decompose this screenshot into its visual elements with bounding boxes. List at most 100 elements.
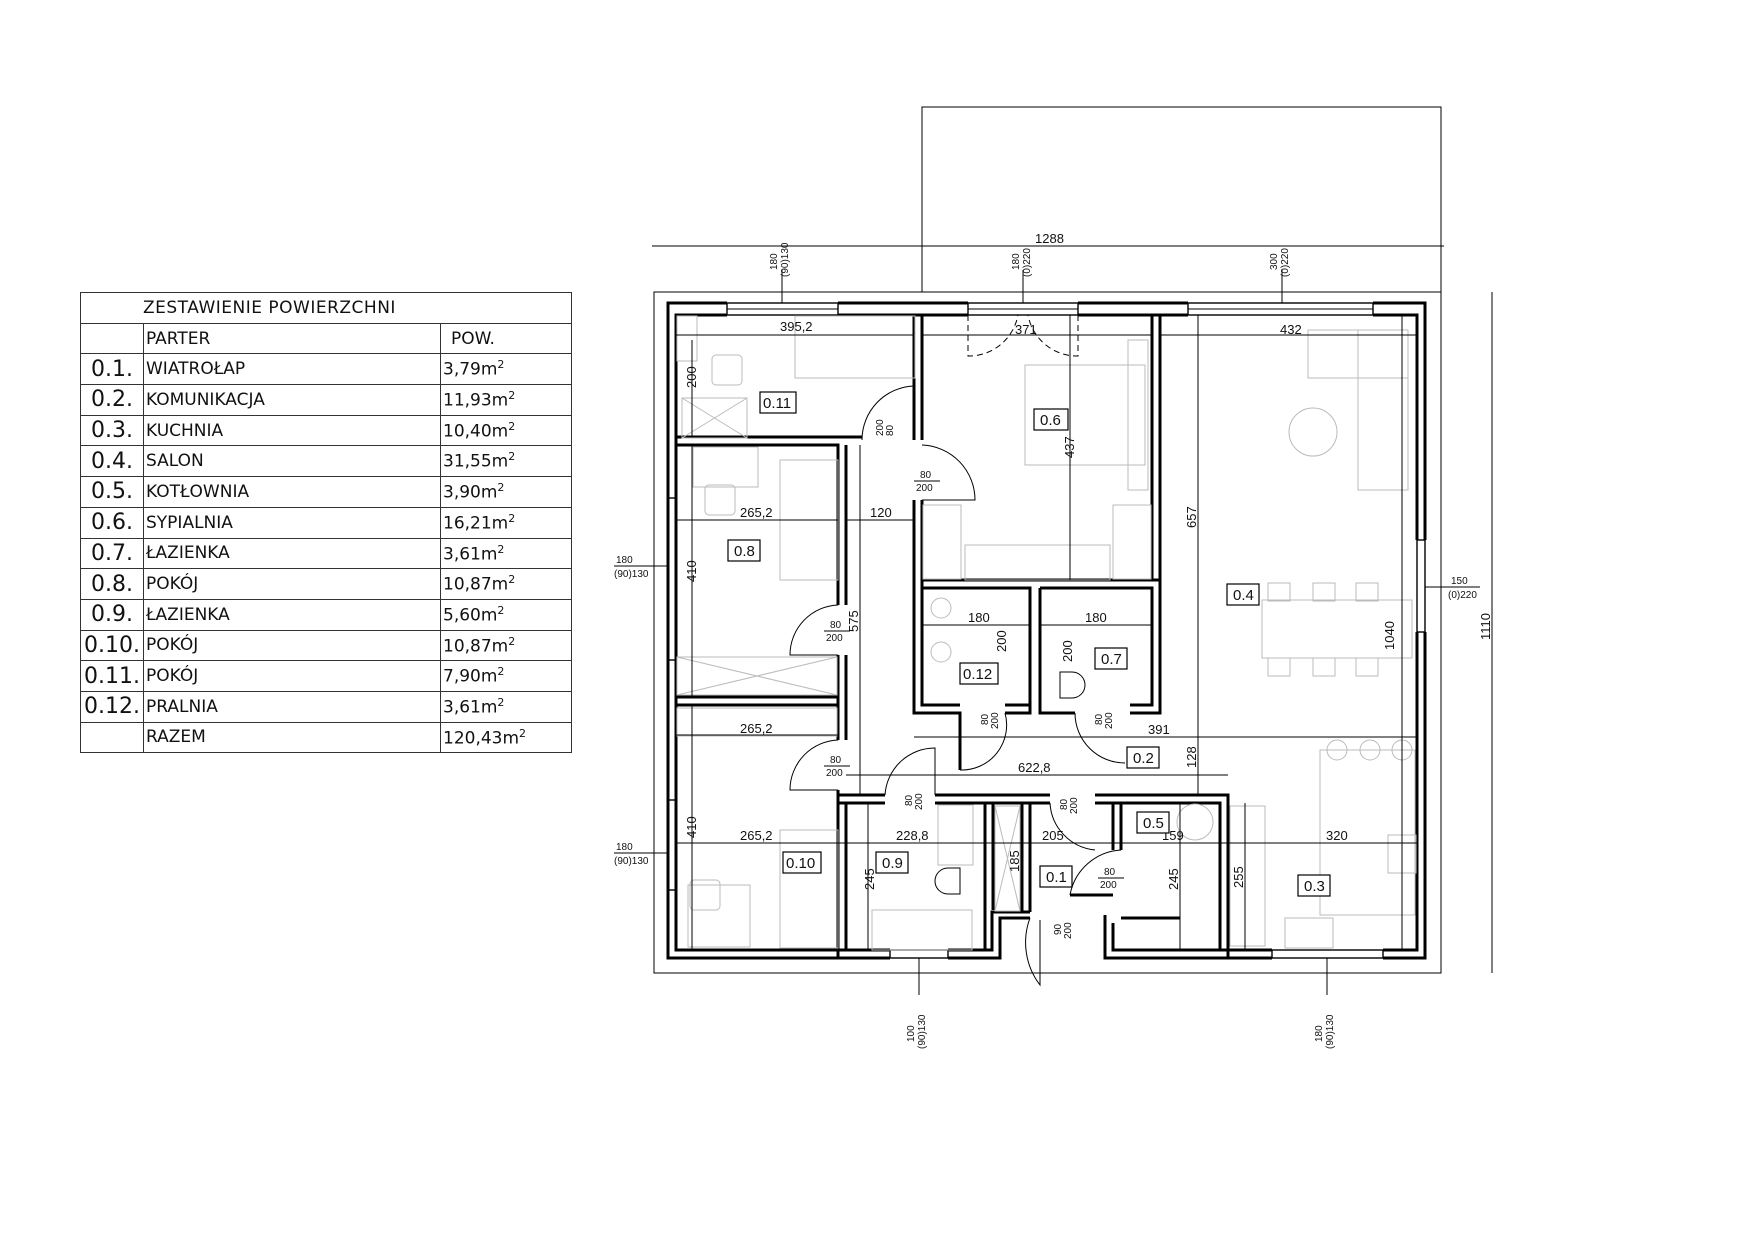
window-label: (90)130	[780, 242, 791, 277]
window-label: 180	[616, 842, 633, 853]
table-title: ZESTAWIENIE POWIERZCHNI	[80, 292, 572, 324]
window-label: (0)220	[1448, 590, 1477, 601]
door-label: 90	[1053, 923, 1064, 935]
terrace-outline	[921, 106, 1442, 293]
dim-label: 437	[1062, 436, 1077, 458]
door-label: 200	[990, 712, 1001, 729]
door-label: 200	[1069, 797, 1080, 814]
dim-label: 180	[1085, 610, 1107, 625]
door-label: 80	[980, 713, 991, 725]
window-label: (90)130	[614, 569, 649, 580]
door-label: 80	[1104, 867, 1116, 878]
room-name: POKÓJ	[143, 629, 441, 662]
room-name: PRALNIA	[143, 690, 441, 723]
svg-text:0.11: 0.11	[763, 395, 791, 412]
door-label: 200	[916, 483, 933, 494]
door-label: 80	[1059, 798, 1070, 810]
room-number: 0.9.	[80, 598, 144, 631]
window-label: (0)220	[1022, 248, 1033, 277]
room-area: 3,90m2	[440, 476, 572, 508]
dim-label: 265,2	[740, 721, 773, 736]
room-tag-0.1[interactable]: 0.1	[1039, 865, 1073, 888]
dim-label: 432	[1280, 322, 1302, 337]
room-tag-0.8[interactable]: 0.8	[727, 539, 761, 562]
door-label: 200	[914, 793, 925, 810]
window-label: 150	[1451, 576, 1468, 587]
dim-label: 1040	[1382, 621, 1397, 650]
room-tag-0.12[interactable]: 0.12	[959, 662, 999, 685]
room-tag-0.10[interactable]: 0.10	[782, 851, 822, 874]
door-label: 80	[830, 620, 842, 631]
door-label: 80	[920, 470, 932, 481]
dim-label: 200	[1060, 640, 1075, 662]
room-tag-0.6[interactable]: 0.6	[1033, 408, 1069, 431]
room-area: 5,60m2	[440, 598, 572, 631]
room-number: 0.5.	[80, 476, 144, 508]
svg-text:0.10: 0.10	[786, 855, 815, 872]
room-area: 3,79m2	[440, 353, 572, 386]
area-schedule-table: ZESTAWIENIE POWIERZCHNI PARTER POW. 0.1.…	[80, 292, 572, 754]
door-label: 200	[1100, 880, 1117, 891]
room-number: 0.2.	[80, 384, 144, 416]
dim-label: 265,2	[740, 505, 773, 520]
room-tags: 0.1 0.2 0.3 0.4 0.5 0.6 0.7 0.8 0.9 0.10…	[727, 391, 1331, 897]
dim-label: 228,8	[896, 828, 929, 843]
room-number: 0.6.	[80, 506, 144, 539]
room-number: 0.4.	[80, 445, 144, 478]
total-area: 120,43m2	[440, 721, 572, 754]
dim-label: 265,2	[740, 828, 773, 843]
room-number: 0.11.	[80, 660, 144, 692]
dim-label: 657	[1184, 506, 1199, 528]
door-label: 200	[826, 633, 843, 644]
dim-label: 180	[968, 610, 990, 625]
dim-label: 410	[684, 816, 699, 838]
room-tag-0.3[interactable]: 0.3	[1297, 874, 1331, 897]
svg-text:0.8: 0.8	[734, 543, 755, 560]
dim-label: 410	[684, 560, 699, 582]
room-tag-0.9[interactable]: 0.9	[875, 851, 909, 874]
room-tag-0.2[interactable]: 0.2	[1126, 746, 1160, 769]
door-label: 80	[885, 424, 896, 436]
footprint-outline	[653, 291, 1442, 974]
svg-text:0.2: 0.2	[1133, 750, 1154, 767]
dim-label: 120	[870, 505, 892, 520]
dimension-lines	[652, 245, 1493, 973]
room-tag-0.4[interactable]: 0.4	[1226, 583, 1260, 606]
svg-text:0.6: 0.6	[1040, 412, 1061, 429]
door-label: 200	[1104, 712, 1115, 729]
dim-label: 200	[994, 630, 1009, 652]
room-area: 10,40m2	[440, 414, 572, 447]
dim-label: 622,8	[1018, 760, 1051, 775]
room-tag-0.11[interactable]: 0.11	[759, 391, 797, 414]
dim-label: 395,2	[780, 319, 813, 334]
svg-text:0.5: 0.5	[1143, 815, 1164, 832]
door-label: 200	[1063, 922, 1074, 939]
dim-label: 575	[846, 610, 861, 632]
room-tag-0.7[interactable]: 0.7	[1094, 647, 1128, 670]
window-label: (0)220	[1280, 248, 1291, 277]
overall-width: 1288	[1035, 231, 1064, 246]
door-label: 80	[1094, 713, 1105, 725]
svg-text:0.9: 0.9	[882, 855, 903, 872]
room-tag-0.5[interactable]: 0.5	[1136, 811, 1170, 834]
overall-depth: 1110	[1478, 613, 1493, 640]
dim-label: 245	[862, 868, 877, 890]
dim-label: 245	[1166, 868, 1181, 890]
room-area: 3,61m2	[440, 690, 572, 723]
room-number: 0.7.	[80, 537, 144, 570]
door-label: 200	[875, 419, 886, 436]
room-name: KOMUNIKACJA	[143, 384, 441, 416]
table-total-row: RAZEM 120,43m2	[80, 721, 572, 754]
room-name: SYPIALNIA	[143, 506, 441, 539]
dim-label: 320	[1326, 828, 1348, 843]
dimension-labels: 1288 1110 395,2 371 432 200 265,2 120 43…	[684, 231, 1493, 890]
